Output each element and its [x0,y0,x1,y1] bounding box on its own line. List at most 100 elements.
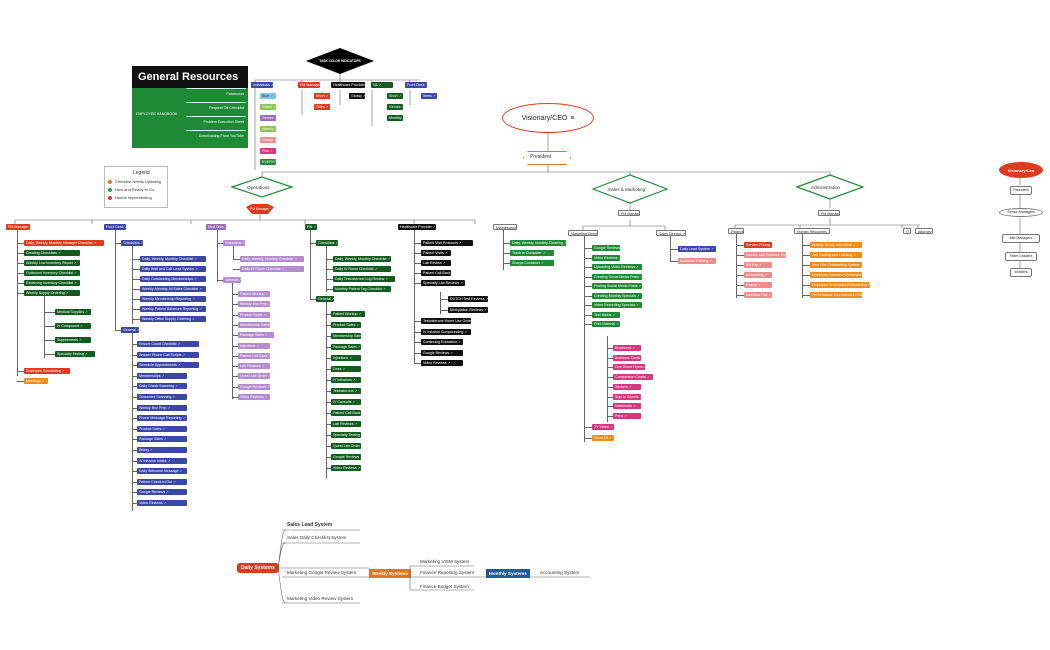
pm-sub-item[interactable]: IV Compound↗ [55,323,91,329]
admin-item[interactable]: Payroll↗ [744,282,772,288]
rn-general-item[interactable]: Patient Call Back↗ [331,410,361,416]
print-item[interactable]: Sign In Sheets↗ [613,393,641,400]
division-admin[interactable]: Administration [811,185,841,190]
hierarchy-item[interactable]: President [1010,186,1032,195]
ops-col-pm-head[interactable]: PM Manager↗ [6,224,30,230]
fd-checklist-item[interactable]: Daily, Weekly, Monthly Checklist↗ [140,256,206,262]
rn-general-item[interactable]: Product Sales↗ [331,322,361,328]
sales-pm-manager[interactable]: PM Manager↗ [618,210,640,216]
admin-item[interactable]: Employee Interview Worksheet↗ [810,272,862,278]
mt-general-item[interactable]: Weekly Box Prep↗ [238,301,270,308]
fd-general-item[interactable]: Weekly Box Prep↗ [137,404,187,411]
fd-general-item[interactable]: Daily Welcome Message↗ [137,468,187,475]
ops-col-mt-head[interactable]: Med Tech↗ [206,224,226,230]
rn-checklist-item[interactable]: Daily IV Room Checklist↗ [333,266,391,272]
fd-checklist-item[interactable]: Weekly-Monday All Sales Checklist↗ [140,286,206,292]
rn-general-item[interactable]: IV Consults↗ [331,399,361,405]
fd-general-item[interactable]: Package Sales↗ [137,436,187,443]
admin-item[interactable]: Income and Expense Reports↗ [744,252,786,258]
general-resource-item[interactable]: Passwords [186,88,246,98]
fd-general-item[interactable]: Product Sales↗ [137,425,187,432]
sales-md[interactable]: Marketing Director↗ [568,230,598,236]
mt-general-item[interactable]: Package Sales↗ [238,332,274,339]
fd-general-item[interactable]: Memberships↗ [137,372,187,379]
admin-item[interactable]: Service Pricing↗ [744,242,772,248]
sd-item[interactable]: Business Training↗ [678,258,716,264]
mt-general-item[interactable]: Injections↗ [238,342,270,349]
indicator-item[interactable]: Monthly↗ [387,115,403,121]
hierarchy-item[interactable]: Mid Managers [1002,234,1040,243]
md-item[interactable]: Text Blasts↗ [592,311,620,318]
indicator-group-2[interactable]: Healthcare Provider↗ [331,82,365,88]
rn-general-item[interactable]: Patient Workup↗ [331,311,365,317]
mt-general-item[interactable]: Membership Sales↗ [238,321,270,328]
fd-checklist-item[interactable]: Weekly Patient Balances Reporting↗ [140,306,206,312]
rn-checklists[interactable]: Checklists↗ [316,240,338,246]
fd-checklist-item[interactable]: Daily Wait and Call Lead System↗ [140,266,206,272]
indicator-group-1[interactable]: PM Manager↗ [298,82,320,88]
md-item[interactable]: Video Reviews↗ [592,254,620,261]
indicator-item[interactable]: Items↗ [421,93,437,99]
general-resource-item[interactable]: Request Off Checklist [186,102,246,112]
pm-sub-item[interactable]: Specialty Testing↗ [55,351,95,357]
pm-item[interactable]: Weekly Supply Ordering↗ [24,290,80,296]
print-item[interactable]: Notebooks↗ [613,403,641,410]
admin-item[interactable]: Accounting↗ [744,272,772,278]
hp-tail-item[interactable]: IV Infusion Compounding↗ [421,328,471,335]
rn-general-item[interactable]: Specialty Testing↗ [331,432,361,438]
print-item[interactable]: Comparison Charts↗ [613,374,653,381]
admin-pm-manager[interactable]: PM Manager↗ [818,210,840,216]
admin-item[interactable]: Employee Termination/Offboarding System↗ [810,282,870,288]
rn-general-item[interactable]: Package Sales↗ [331,344,361,350]
indicator-item[interactable]: Pink↗ [260,148,276,154]
print-item[interactable]: One Sheet Flyers↗ [613,364,645,371]
md-item[interactable]: Print Material↗ [592,321,620,327]
admin-col-head[interactable]: Finance↗ [728,228,744,234]
hp-tail-item[interactable]: Google Reviews↗ [421,349,463,356]
fd-general-item[interactable]: Video Reviews↗ [137,500,187,506]
hp-item[interactable]: Specialty Lab Reviews↗ [421,280,465,286]
rn-general-item[interactable]: IV Infusions↗ [331,377,361,383]
fd-general-item[interactable]: Document Scanning↗ [137,394,187,400]
md-tail-item[interactable]: TV Video↗ [592,424,614,430]
admin-item[interactable]: Bill Pay↗ [744,262,772,268]
indicator-item[interactable]: Short↗ [314,93,330,99]
sales-sd[interactable]: Sales Director↗ [656,230,686,236]
hp-item[interactable]: Patient Visits↗ [421,250,451,256]
pm-item[interactable]: Receiving Inventory Checklist↗ [24,280,80,286]
mt-checklist-item[interactable]: Daily, Weekly, Monthly Checklist↗ [240,256,304,262]
mt-general-item[interactable]: Patient Call Back↗ [238,352,270,359]
fd-checklist-item[interactable]: Weekly Membership Reporting↗ [140,296,206,302]
rn-checklist-item[interactable]: Daily Testosterone Log Review↗ [333,276,395,282]
indicator-item[interactable]: Green↗ [260,104,276,110]
ops-pm-manager[interactable]: PM Manager [250,207,270,211]
ops-col-rn-head[interactable]: RN↗ [305,224,317,230]
rn-general-item[interactable]: Dexa↗ [331,366,361,372]
admin-item[interactable]: Incentive Pay↗ [744,292,772,298]
mt-general-item[interactable]: Google Reviews↗ [238,383,270,390]
mt-general-item[interactable]: Patient Workup↗ [238,291,270,297]
rn-general-item[interactable]: Injections↗ [331,355,361,361]
pm-sub-item[interactable]: Medical Supplies↗ [55,309,91,315]
print-item[interactable]: Stickers↗ [613,383,641,390]
sd-item[interactable]: Daily Lead System↗ [678,246,716,252]
general-resource-item[interactable]: Downloading From YouTube [186,130,246,140]
pm-item[interactable]: Creating Checklists↗ [24,250,80,256]
fd-general-item[interactable]: Phone Message Reporting↗ [137,415,187,422]
rn-general-item[interactable]: Video Reviews↗ [331,465,361,471]
indicator-item[interactable]: Gemini↗ [260,115,276,121]
hp-tail-item[interactable]: Continuing Education↗ [421,339,463,345]
ops-col-mn-head[interactable]: Maintenance↗ [493,224,517,230]
indicator-item[interactable]: Blue↗ [260,93,276,99]
fd-general-item[interactable]: Google Reviews↗ [137,489,187,496]
indicator-item[interactable]: Short↗ [387,93,403,99]
pm-item[interactable]: Daily, Weekly, Monthly Manager Checklist… [24,240,104,246]
rn-general-item[interactable]: Google Reviews↗ [331,454,361,460]
employee-handbook[interactable]: EMPLOYEE HANDBOOK [136,112,178,116]
daily-systems[interactable]: Daily Systems [237,563,279,573]
mt-general[interactable]: General↗ [223,277,241,283]
hierarchy-item[interactable]: Workers [1010,268,1032,277]
fd-checklist-item[interactable]: Weekly Office Supply Ordering↗ [140,316,206,322]
admin-item[interactable]: Weekly Group Interviews↗ [810,242,862,248]
indicator-item[interactable]: Gemini↗ [387,104,403,110]
